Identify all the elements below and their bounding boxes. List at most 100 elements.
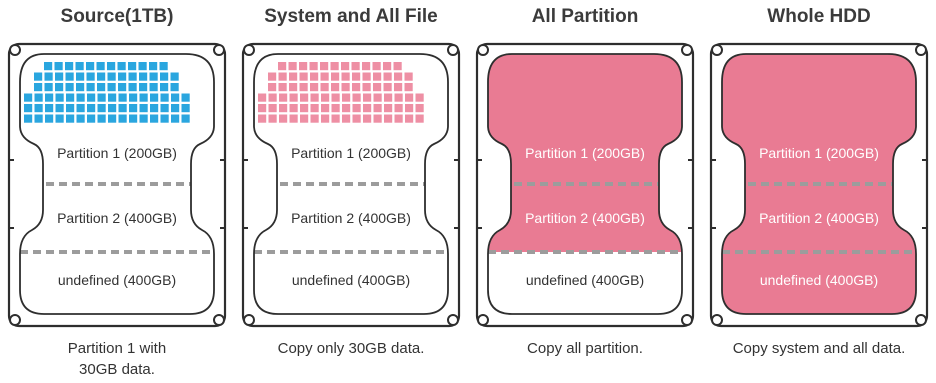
partition-label: Partition 2 (400GB) — [525, 210, 645, 226]
data-block — [331, 104, 340, 113]
data-block — [268, 72, 277, 81]
data-block — [299, 83, 308, 92]
data-block — [268, 83, 277, 92]
data-block — [363, 114, 372, 123]
data-block — [87, 114, 96, 123]
screw-hole-icon — [711, 314, 723, 326]
data-block — [181, 114, 190, 123]
data-block — [373, 83, 382, 92]
data-block — [320, 72, 329, 81]
partition-fill — [488, 184, 682, 252]
data-block — [310, 104, 319, 113]
data-block — [66, 114, 75, 123]
data-block — [34, 72, 43, 81]
data-block — [129, 93, 138, 102]
data-block — [279, 114, 288, 123]
data-block — [139, 83, 148, 92]
data-block — [394, 104, 403, 113]
data-block — [118, 83, 127, 92]
data-block — [415, 114, 424, 123]
data-block — [87, 104, 96, 113]
data-block — [299, 72, 308, 81]
caption-line: Partition 1 with — [67, 340, 167, 357]
data-block — [383, 62, 392, 71]
data-block — [383, 83, 392, 92]
data-block — [352, 114, 361, 123]
data-block — [321, 114, 330, 123]
data-block — [129, 114, 138, 123]
data-block — [300, 114, 309, 123]
data-block — [342, 114, 351, 123]
data-block — [415, 104, 424, 113]
data-block — [117, 62, 126, 71]
data-block — [55, 114, 64, 123]
data-block — [129, 104, 138, 113]
data-block — [107, 62, 116, 71]
data-block — [86, 83, 95, 92]
data-block — [96, 62, 105, 71]
data-block — [289, 93, 298, 102]
data-block — [321, 104, 330, 113]
partition-label: undefined (400GB) — [292, 272, 410, 288]
data-block — [352, 93, 361, 102]
data-block — [34, 104, 43, 113]
data-block — [373, 114, 382, 123]
data-block — [373, 72, 382, 81]
data-block — [362, 72, 371, 81]
data-block — [331, 83, 340, 92]
data-block — [310, 83, 319, 92]
data-block — [268, 93, 277, 102]
data-block — [76, 93, 85, 102]
screw-hole-icon — [915, 44, 927, 56]
data-block — [279, 104, 288, 113]
data-block — [278, 62, 287, 71]
data-block — [331, 114, 340, 123]
platter-outline — [721, 53, 917, 315]
column-title: Source(1TB) — [60, 6, 174, 27]
caption-line: Copy system and all data. — [732, 340, 906, 357]
data-block — [139, 104, 148, 113]
column-system-and-all-file: System and All File Partition 1 (200GB)P… — [234, 0, 468, 383]
hdd-drive-system-and-all-file: Partition 1 (200GB) Partition 2 (400GB) un… — [241, 42, 461, 328]
partition-label: Partition 2 (400GB) — [291, 210, 411, 226]
data-block — [289, 83, 298, 92]
partition-label: Partition 1 (200GB) — [291, 145, 411, 161]
data-block — [87, 93, 96, 102]
data-block — [66, 104, 75, 113]
screw-hole-icon — [477, 314, 489, 326]
data-block — [330, 62, 339, 71]
data-block — [289, 114, 298, 123]
column-all-partition: All Partition Partition 1 (200GB)Partiti… — [468, 0, 702, 383]
data-block — [55, 93, 64, 102]
hdd-drive-source: Partition 1 (200GB)Partition 2 (400GB)un… — [7, 42, 227, 328]
data-block — [384, 93, 393, 102]
partition-fill — [722, 54, 916, 184]
data-block — [65, 62, 74, 71]
column-caption: Copy only 30GB data. — [234, 338, 468, 359]
data-block — [258, 114, 267, 123]
data-block — [405, 104, 414, 113]
data-block — [55, 72, 64, 81]
data-block — [363, 93, 372, 102]
data-block — [394, 114, 403, 123]
data-block — [139, 93, 148, 102]
platter-outline — [487, 53, 683, 315]
data-block — [160, 114, 169, 123]
data-block — [97, 72, 106, 81]
data-block — [65, 83, 74, 92]
partition-label: Partition 1 (200GB) — [525, 145, 645, 161]
data-block — [150, 104, 159, 113]
data-block — [118, 93, 127, 102]
column-title: System and All File — [264, 6, 438, 27]
screw-hole-icon — [9, 44, 21, 56]
screw-hole-icon — [9, 314, 21, 326]
partition-label: Partition 1 (200GB) — [57, 145, 177, 161]
data-block — [351, 62, 360, 71]
data-block — [76, 83, 85, 92]
data-block — [44, 62, 53, 71]
column-title: Whole HDD — [767, 6, 871, 27]
data-block — [75, 62, 84, 71]
data-block — [76, 104, 85, 113]
data-block — [171, 114, 180, 123]
partition-fill — [488, 54, 682, 184]
